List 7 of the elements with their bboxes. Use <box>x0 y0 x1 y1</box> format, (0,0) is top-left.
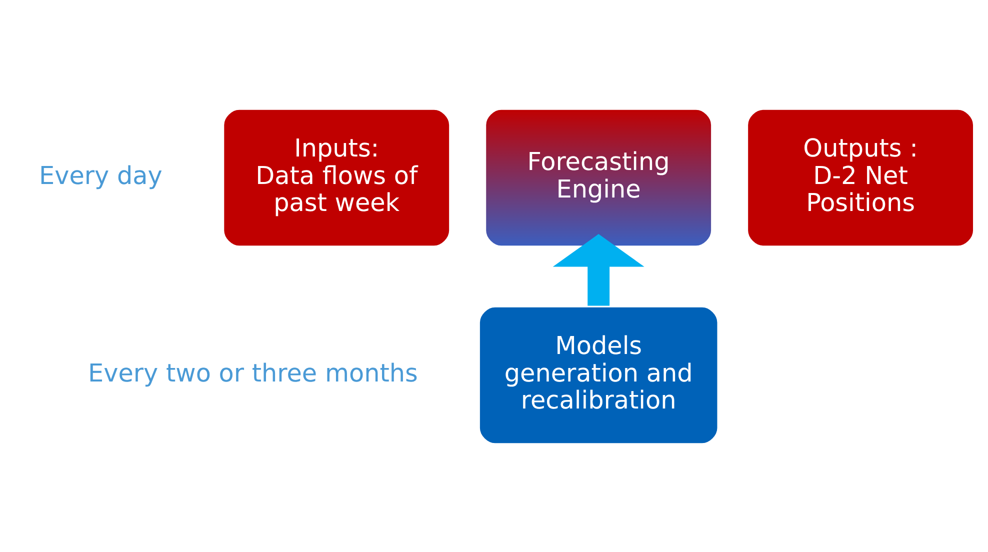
label: Every day <box>39 160 162 190</box>
node-box: Outputs : D-2 Net Positions <box>745 106 976 248</box>
node-box: Models generation and recalibration <box>477 304 720 446</box>
node-box: Inputs: Data flows of past week <box>221 106 452 248</box>
label: Every two or three months <box>88 358 418 387</box>
arrow <box>552 234 644 306</box>
node-box: Forecasting Engine <box>483 106 714 248</box>
